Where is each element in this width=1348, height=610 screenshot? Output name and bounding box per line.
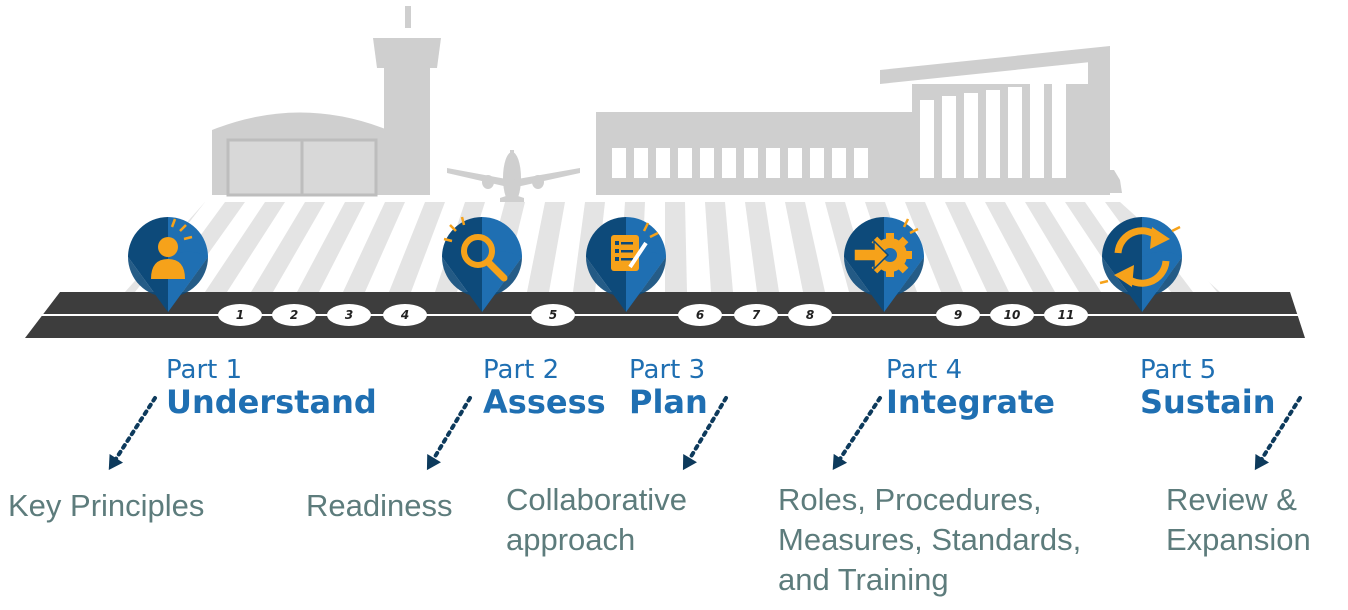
part-2-description: Readiness xyxy=(306,488,453,523)
magnifier-icon xyxy=(443,216,508,282)
car-icon xyxy=(1084,170,1122,193)
part-2-pin xyxy=(442,216,522,312)
dotted-arrows xyxy=(108,396,1302,471)
part-1-description: Key Principles xyxy=(8,488,205,523)
apron-stripes xyxy=(125,202,1220,292)
part-3-description: Collaborative approach xyxy=(506,482,687,557)
step-marker-5: 5 xyxy=(531,304,575,326)
tower-antenna xyxy=(405,6,411,28)
control-tower-cab xyxy=(373,38,441,68)
runway: 1 2 3 4 5 6 7 8 9 10 11 xyxy=(25,292,1305,338)
step-marker-2: 2 xyxy=(272,304,316,326)
svg-text:11: 11 xyxy=(1058,308,1075,322)
part-4-label: Part 4 xyxy=(886,355,963,385)
svg-text:9: 9 xyxy=(954,308,962,322)
part-1-label: Part 1 xyxy=(166,355,243,385)
step-marker-10: 10 xyxy=(990,304,1034,326)
part-1-pin xyxy=(128,217,208,312)
dotted-arrow-3 xyxy=(682,396,728,471)
part-3-pin xyxy=(586,217,666,312)
svg-text:5: 5 xyxy=(549,308,557,322)
part-4-description: Roles, Procedures, Measures, Standards, … xyxy=(778,482,1082,597)
dotted-arrow-1 xyxy=(108,396,157,471)
checklist-icon xyxy=(611,222,659,271)
step-marker-8: 8 xyxy=(788,304,832,326)
part-5-description: Review & Expansion xyxy=(1166,482,1311,557)
step-marker-11: 11 xyxy=(1044,304,1088,326)
svg-text:8: 8 xyxy=(806,308,814,322)
part-3-title: Plan xyxy=(629,383,708,421)
airplane-icon xyxy=(447,150,580,204)
svg-text:2: 2 xyxy=(290,308,298,322)
part-4-pin xyxy=(844,217,924,312)
svg-text:7: 7 xyxy=(752,308,761,322)
svg-text:3: 3 xyxy=(345,308,353,322)
part-2-label: Part 2 xyxy=(483,355,560,385)
airport-skyline xyxy=(212,6,1122,204)
part-2-title: Assess xyxy=(483,383,606,421)
dotted-arrow-2 xyxy=(426,396,472,471)
step-marker-3: 3 xyxy=(327,304,371,326)
gear-arrow-icon xyxy=(853,218,919,277)
part-5-label: Part 5 xyxy=(1140,355,1217,385)
svg-text:6: 6 xyxy=(696,308,704,322)
dotted-arrow-4 xyxy=(832,396,882,471)
svg-text:1: 1 xyxy=(236,308,244,322)
part-4-title: Integrate xyxy=(886,383,1055,421)
terminal-roof xyxy=(880,46,1110,84)
part-5-pin xyxy=(1099,217,1182,312)
step-marker-4: 4 xyxy=(383,304,427,326)
step-marker-6: 6 xyxy=(678,304,722,326)
dotted-arrow-5 xyxy=(1254,396,1302,471)
step-marker-9: 9 xyxy=(936,304,980,326)
svg-text:4: 4 xyxy=(400,308,409,322)
cycle-arrows-icon xyxy=(1099,225,1181,287)
part-1-title: Understand xyxy=(166,383,377,421)
svg-text:10: 10 xyxy=(1004,308,1021,322)
person-icon xyxy=(151,218,193,279)
step-marker-7: 7 xyxy=(734,304,778,326)
part-3-label: Part 3 xyxy=(629,355,706,385)
control-tower-shaft xyxy=(384,68,430,195)
step-marker-1: 1 xyxy=(218,304,262,326)
part-5-title: Sustain xyxy=(1140,383,1276,421)
